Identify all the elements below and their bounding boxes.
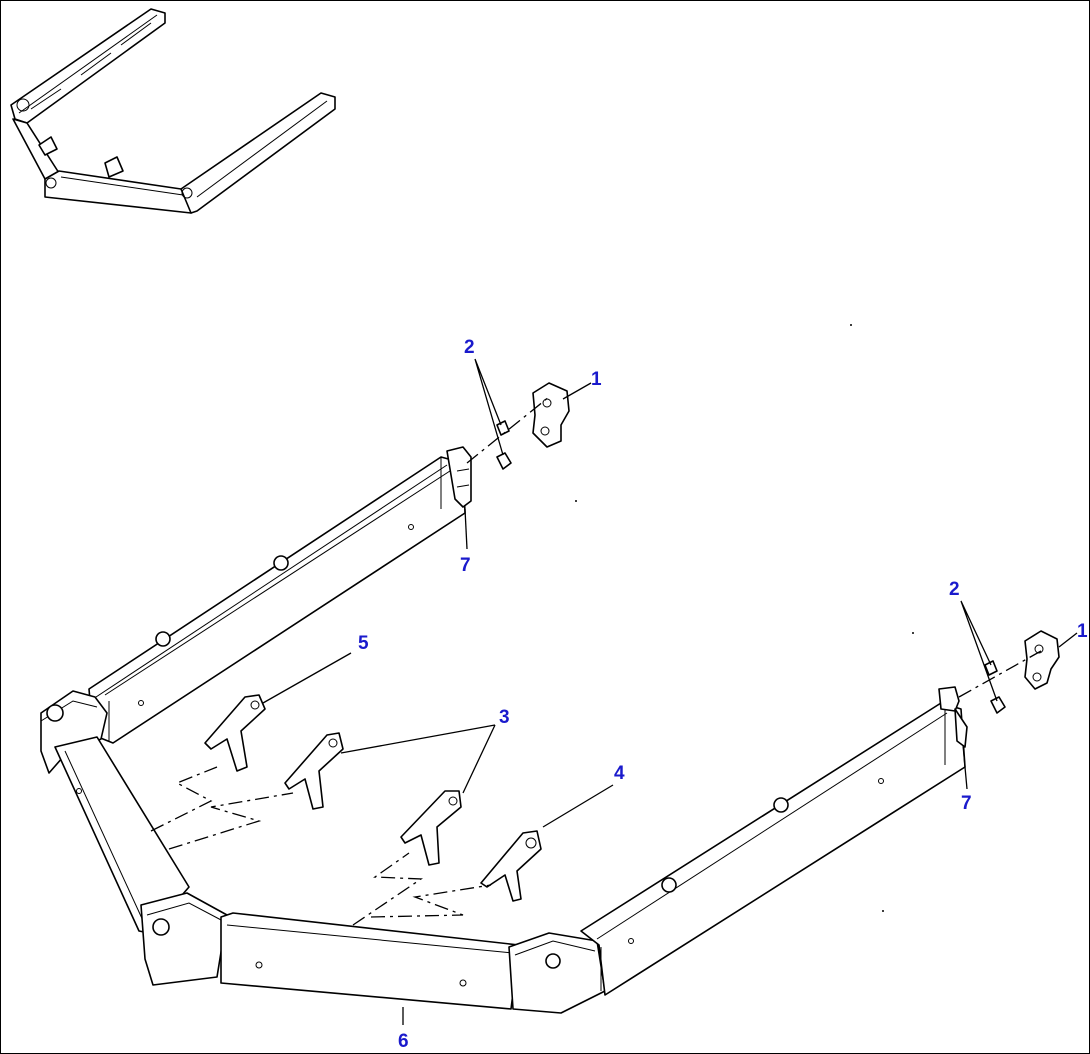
bracket-left <box>446 446 472 508</box>
callout-1-lower: 1 <box>1077 621 1088 642</box>
callout-1-upper: 1 <box>591 369 602 390</box>
frame-lower-left-corner <box>140 892 228 986</box>
leader-lines <box>262 358 1078 1025</box>
bracket-right <box>938 686 968 748</box>
plate-part-3a <box>284 732 344 810</box>
frame-right-arm <box>580 702 966 996</box>
callout-3: 3 <box>499 707 510 728</box>
callout-7-lower: 7 <box>961 793 972 814</box>
plate-part-4 <box>480 830 542 902</box>
clamp-lower <box>1024 630 1060 690</box>
frame-front-bar <box>220 912 520 1010</box>
callout-5: 5 <box>358 633 369 654</box>
callout-2-upper: 2 <box>464 337 475 358</box>
frame-left-arm <box>88 456 466 744</box>
callout-4: 4 <box>614 763 625 784</box>
callout-2-lower: 2 <box>949 579 960 600</box>
washer-nut-lower <box>984 660 1006 714</box>
clamp-upper <box>532 382 570 448</box>
callout-6: 6 <box>398 1031 409 1052</box>
frame-right-corner <box>508 932 606 1014</box>
overview-thumbnail <box>10 8 336 214</box>
assembly-lines <box>150 396 1042 926</box>
callout-7-upper: 7 <box>460 555 471 576</box>
plate-part-5 <box>204 694 266 772</box>
callout-labels: 1 1 2 2 3 4 5 6 7 7 <box>358 337 1088 1052</box>
plate-part-3b <box>400 790 462 866</box>
washer-nut-upper <box>496 420 512 470</box>
